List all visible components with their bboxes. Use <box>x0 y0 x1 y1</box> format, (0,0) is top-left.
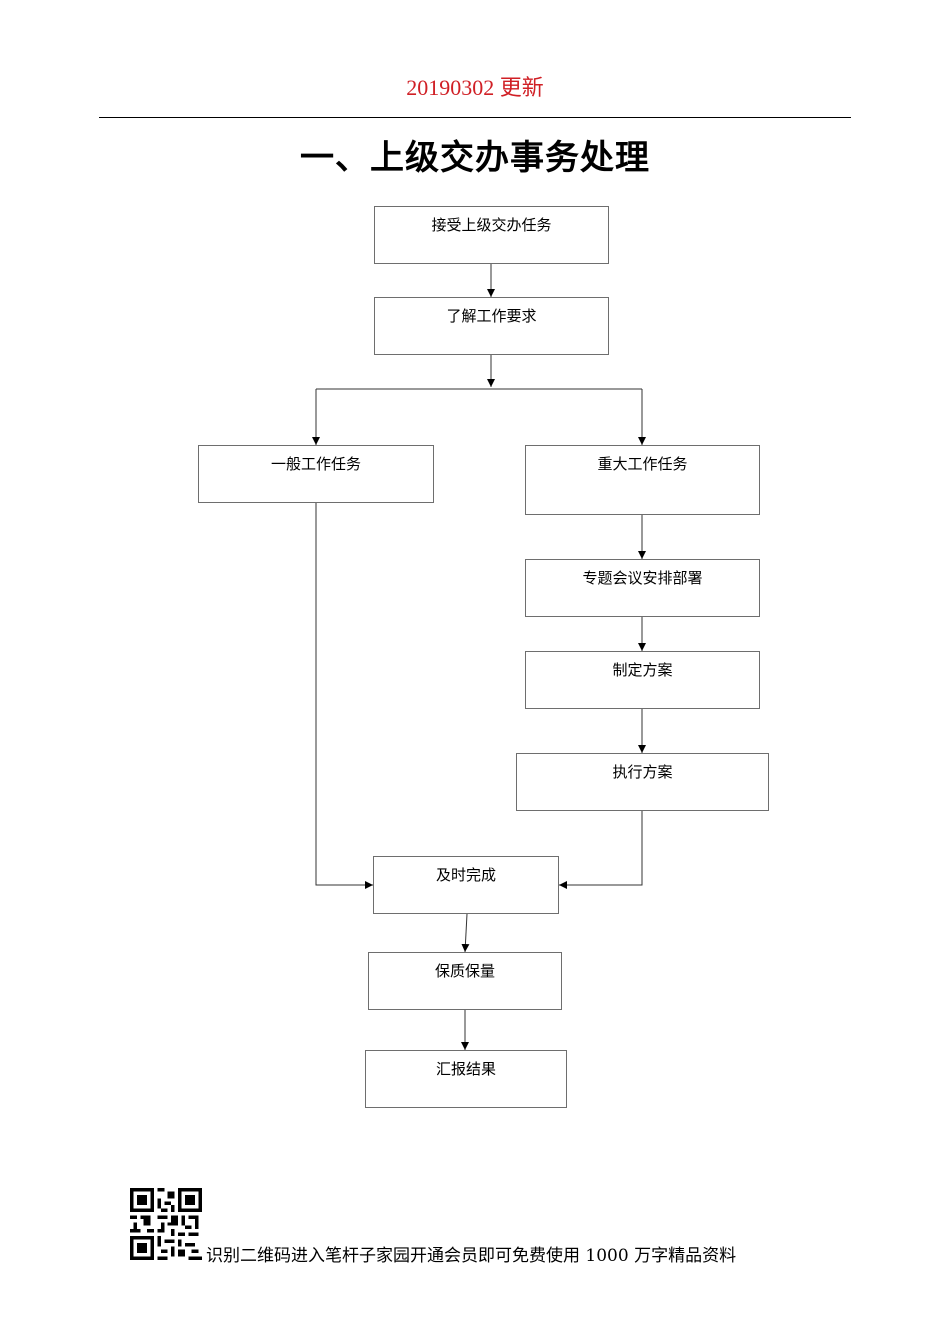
node-major-task: 重大工作任务 <box>525 445 760 515</box>
update-date: 20190302 更新 <box>406 75 544 100</box>
edge-general-complete <box>315 503 373 889</box>
page-title: 一、上级交办事务处理 <box>300 138 650 178</box>
edge-execute-complete <box>559 811 643 889</box>
node-general-task: 一般工作任务 <box>198 445 434 503</box>
node-receive-task: 接受上级交办任务 <box>374 206 609 264</box>
node-special-meeting: 专题会议安排部署 <box>525 559 760 617</box>
header-divider <box>99 117 851 118</box>
node-quality-assurance: 保质保量 <box>368 952 562 1010</box>
node-complete-on-time: 及时完成 <box>373 856 559 914</box>
qr-code-icon <box>130 1188 202 1260</box>
footer-note: 识别二维码进入笔杆子家园开通会员即可免费使用 1000 万字精品资料 <box>206 1246 737 1266</box>
node-execute-plan: 执行方案 <box>516 753 769 811</box>
node-understand-requirements: 了解工作要求 <box>374 297 609 355</box>
node-report-results: 汇报结果 <box>365 1050 567 1108</box>
edge-complete-quality <box>461 913 470 953</box>
node-make-plan: 制定方案 <box>525 651 760 709</box>
